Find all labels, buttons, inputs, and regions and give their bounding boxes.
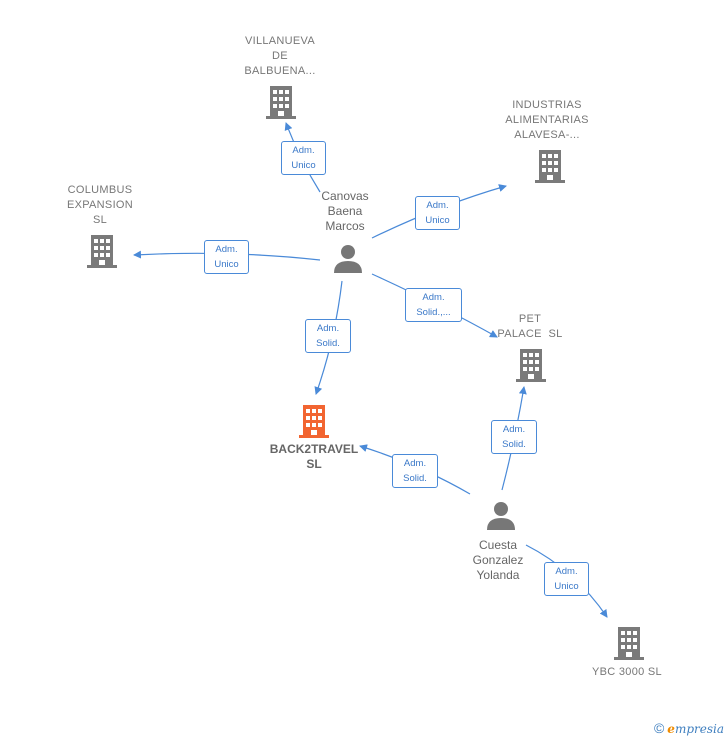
person-canovas-line-3: Marcos (325, 219, 365, 233)
person-canovas-line-1: Canovas (321, 189, 369, 203)
node-industrias-label[interactable]: INDUSTRIAS ALIMENTARIAS ALAVESA-... (487, 98, 607, 143)
node-columbus-line-3: SL (92, 214, 108, 226)
node-columbus-line-2: EXPANSION (66, 199, 134, 211)
node-villanueva-line-3: BALBUENA... (244, 65, 316, 77)
person-canovas-label[interactable]: Canovas Baena Marcos (295, 189, 395, 234)
node-industrias-line-3: ALAVESA-... (514, 129, 580, 141)
person-cuesta-line-2: Gonzalez (472, 553, 524, 567)
node-back2travel-line-2: SL (306, 457, 322, 471)
node-columbus-label[interactable]: COLUMBUS EXPANSION SL (40, 183, 160, 228)
node-back2travel-label[interactable]: BACK2TRAVEL SL (250, 442, 378, 472)
building-icon[interactable] (298, 404, 330, 438)
person-cuesta-line-1: Cuesta (478, 538, 518, 552)
edge-label-canovas-back2travel[interactable]: Adm. Solid. (305, 319, 351, 353)
node-pet-line-1: PET (518, 313, 542, 325)
node-villanueva-line-2: DE (272, 50, 288, 62)
edge-label-canovas-pet-line-2: Solid.,... (416, 307, 451, 318)
node-ybc-line-1: YBC 3000 SL (592, 666, 662, 678)
edge-label-canovas-pet[interactable]: Adm. Solid.,... (405, 288, 462, 322)
node-back2travel-line-1: BACK2TRAVEL (269, 442, 359, 456)
node-industrias-line-2: ALIMENTARIAS (505, 114, 589, 126)
building-icon[interactable] (613, 626, 645, 660)
edge-label-cuesta-pet-line-2: Solid. (502, 439, 526, 450)
edge-label-cuesta-ybc-line-1: Adm. (555, 566, 578, 577)
brand-footer[interactable]: ©empresia (654, 720, 724, 736)
building-icon[interactable] (515, 348, 547, 382)
node-columbus-line-1: COLUMBUS (67, 184, 133, 196)
copyright-icon: © (653, 720, 665, 736)
brand-logo-e: e (667, 722, 675, 736)
node-pet-line-2: PALACE SL (497, 328, 563, 340)
brand-logo-text: mpresia (674, 722, 724, 736)
person-cuesta-label[interactable]: Cuesta Gonzalez Yolanda (448, 538, 548, 583)
person-icon[interactable] (486, 501, 516, 531)
edge-label-cuesta-back2travel-line-1: Adm. (403, 458, 427, 469)
person-canovas-line-2: Baena (327, 204, 363, 218)
edge-label-industrias[interactable]: Adm. Unico (415, 196, 460, 230)
edge-label-industrias-line-2: Unico (425, 215, 450, 226)
edge-label-canovas-pet-line-1: Adm. (422, 292, 445, 303)
building-icon[interactable] (534, 149, 566, 183)
node-villanueva-label[interactable]: VILLANUEVA DE BALBUENA... (220, 34, 340, 79)
building-icon[interactable] (86, 234, 118, 268)
edge-label-cuesta-pet[interactable]: Adm. Solid. (491, 420, 537, 454)
edge-label-canovas-back2travel-line-1: Adm. (316, 323, 340, 334)
edge-label-villanueva-line-2: Unico (291, 160, 316, 171)
edge-label-cuesta-ybc[interactable]: Adm. Unico (544, 562, 589, 596)
edge-label-columbus[interactable]: Adm. Unico (204, 240, 249, 274)
edge-label-villanueva-line-1: Adm. (292, 145, 315, 156)
edge-label-cuesta-pet-line-1: Adm. (502, 424, 526, 435)
building-icon[interactable] (265, 85, 297, 119)
edge-label-cuesta-ybc-line-2: Unico (554, 581, 579, 592)
edge-label-villanueva[interactable]: Adm. Unico (281, 141, 326, 175)
edge-label-canovas-back2travel-line-2: Solid. (316, 338, 340, 349)
node-ybc-label[interactable]: YBC 3000 SL (577, 665, 677, 680)
person-icon[interactable] (333, 244, 363, 274)
node-villanueva-line-1: VILLANUEVA (244, 35, 316, 47)
edge-label-cuesta-back2travel-line-2: Solid. (403, 473, 427, 484)
edge-label-columbus-line-2: Unico (214, 259, 239, 270)
node-industrias-line-1: INDUSTRIAS (512, 99, 582, 111)
edge-label-industrias-line-1: Adm. (426, 200, 449, 211)
edge-label-cuesta-back2travel[interactable]: Adm. Solid. (392, 454, 438, 488)
node-pet-label[interactable]: PET PALACE SL (470, 312, 590, 342)
person-cuesta-line-3: Yolanda (476, 568, 520, 582)
edge-label-columbus-line-1: Adm. (215, 244, 238, 255)
